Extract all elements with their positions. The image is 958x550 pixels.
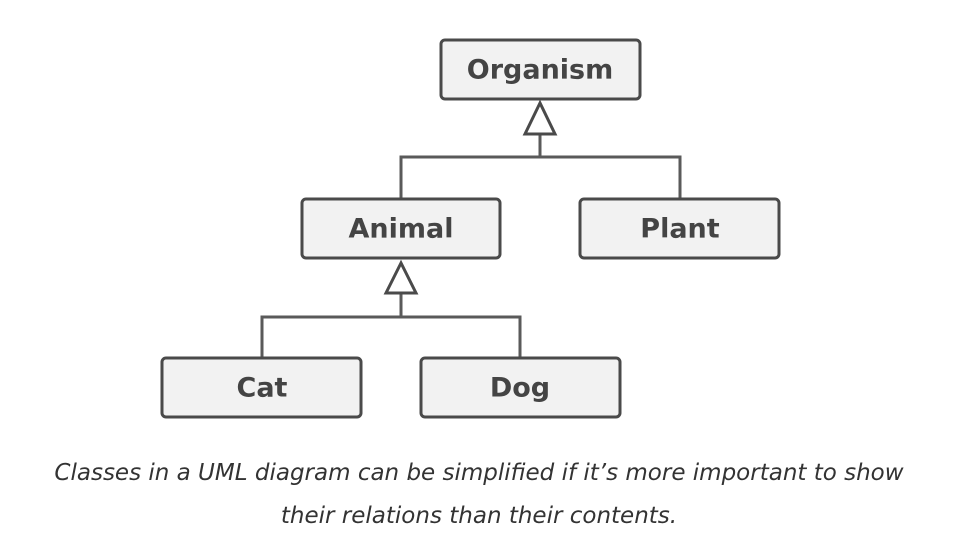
class-box-plant: Plant	[578, 197, 781, 260]
class-box-dog: Dog	[419, 356, 622, 419]
class-label-cat: Cat	[237, 373, 288, 404]
class-label-dog: Dog	[490, 373, 550, 404]
class-label-organism: Organism	[467, 55, 614, 86]
connector-plant-organism	[540, 155, 682, 198]
caption-line-2: their relations than their contents.	[280, 503, 678, 529]
caption-line-1: Classes in a UML diagram can be simplifi…	[54, 460, 904, 486]
class-label-animal: Animal	[349, 214, 454, 245]
class-box-animal: Animal	[300, 197, 502, 260]
class-label-plant: Plant	[640, 214, 719, 245]
figure-caption: Classes in a UML diagram can be simplifi…	[0, 452, 958, 538]
class-box-organism: Organism	[439, 38, 642, 101]
inheritance-arrow-organism	[522, 99, 558, 136]
uml-class-diagram: Organism Animal Plant Cat Dog	[160, 38, 781, 419]
class-box-cat: Cat	[160, 356, 363, 419]
generalization-organism	[399, 99, 682, 198]
connector-dog-animal	[401, 315, 522, 357]
connector-animal-organism	[399, 134, 542, 198]
generalization-animal	[260, 259, 522, 357]
connector-cat-animal	[260, 293, 403, 357]
inheritance-arrow-animal	[383, 259, 419, 295]
